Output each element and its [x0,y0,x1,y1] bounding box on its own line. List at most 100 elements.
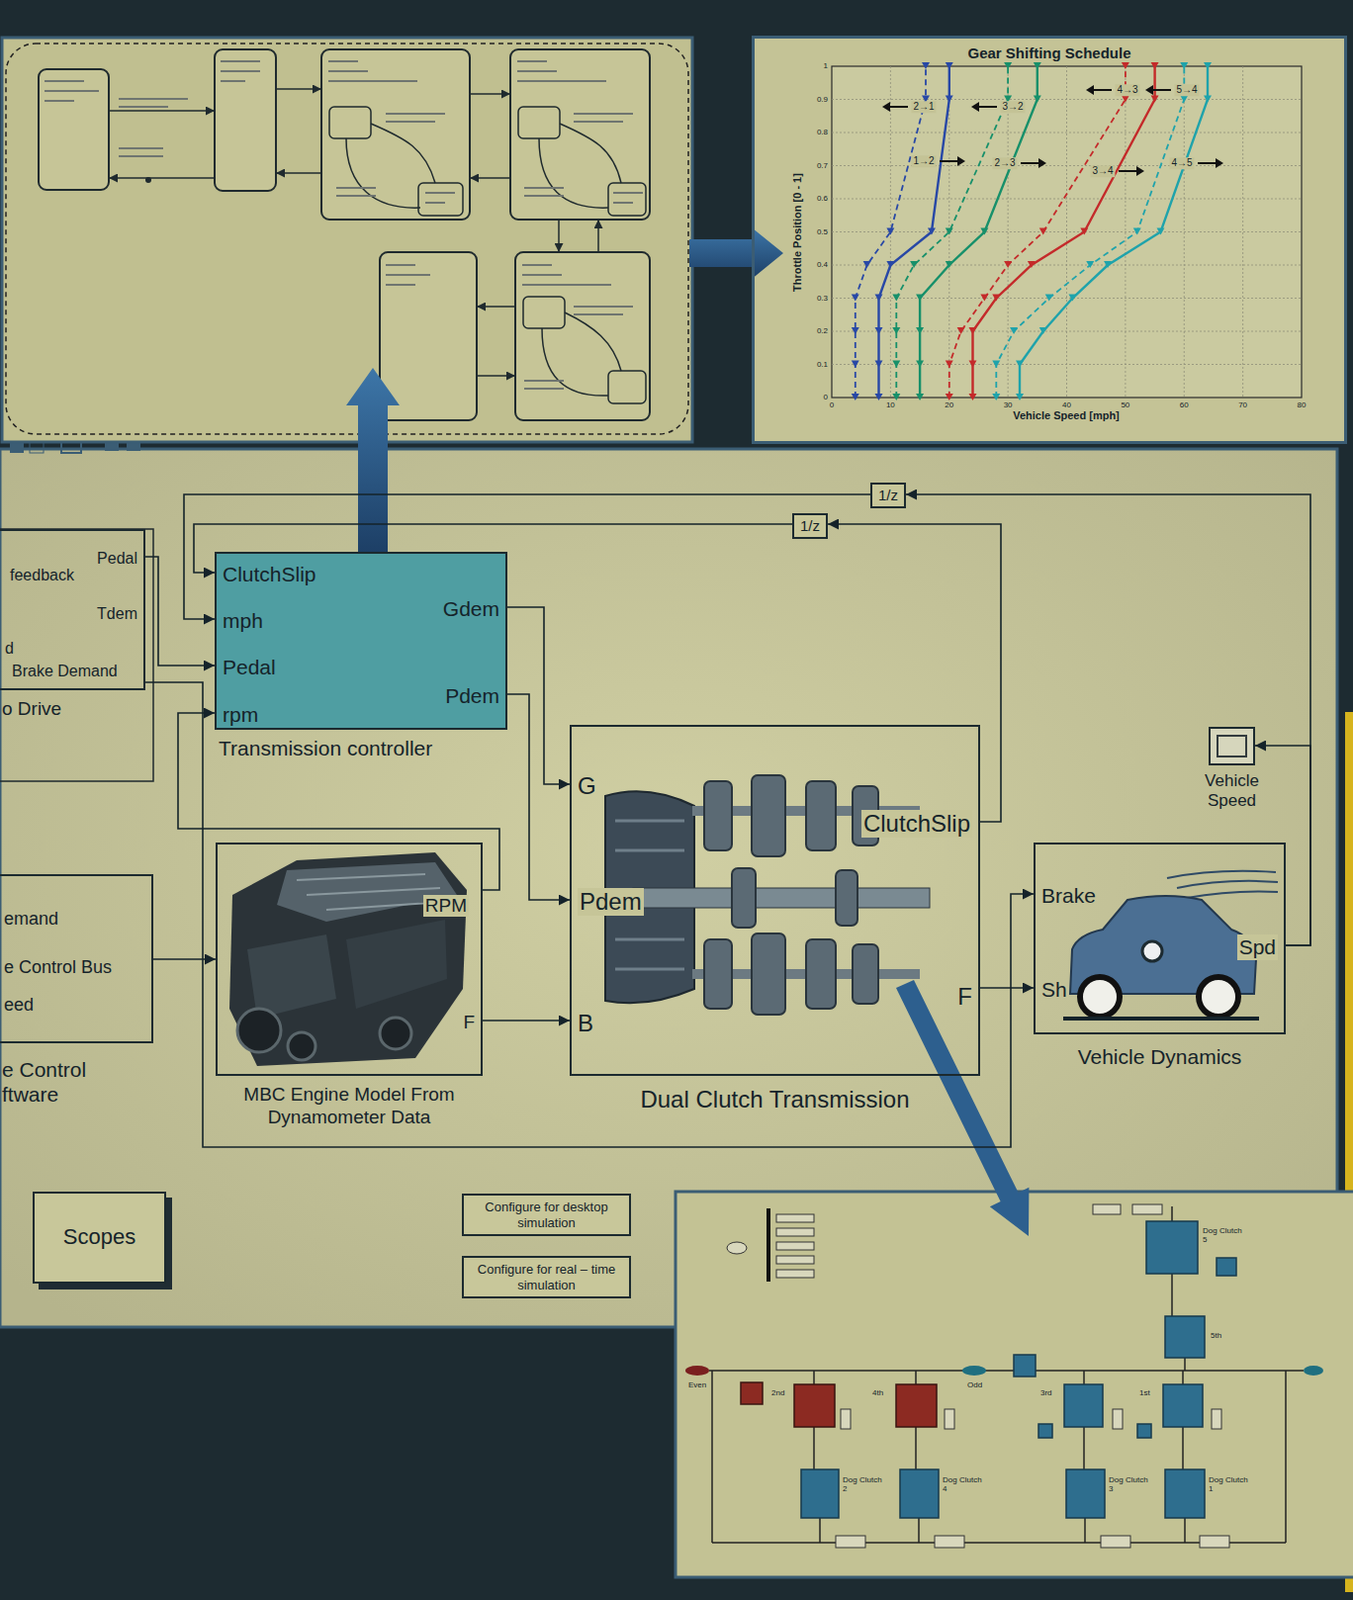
shift-schedule-plot [945,261,954,269]
detail-schematic [840,1409,851,1430]
transmission-picture [632,888,930,908]
port-label: Spd [1237,934,1278,960]
shift-schedule-plot [831,363,1302,365]
shift-schedule-plot [855,66,926,398]
part-label: 2nd [771,1388,785,1398]
signal-line [482,1019,570,1022]
shift-schedule-plot [1003,62,1012,70]
signal-line [980,987,1034,990]
shift-schedule-plot [882,101,891,112]
stateflow-chart [329,106,646,404]
shift-schedule-plot [945,95,954,103]
shift-label: 1→2 [910,155,936,168]
shift-schedule-plot [1038,158,1047,169]
shift-schedule-plot [921,62,930,70]
detail-schematic [1183,1357,1186,1371]
detail-schematic [818,1518,821,1543]
subsystem-block: feedbackPedalTdemdBrake Demando Drive [0,529,146,691]
shift-schedule-plot [909,261,918,269]
stateflow-chart [44,81,188,157]
signal-line [153,958,216,961]
controller-block: ClutchSlipmphPedalrpmGdemPdemTransmissio… [214,551,508,730]
part-label: 1st [1139,1388,1151,1398]
part-label: Dog Clutch 4 [942,1475,989,1494]
shift-schedule-plot [863,261,872,269]
detail-schematic [900,1469,939,1519]
block-caption: Vehicle Speed [1182,771,1282,812]
shift-schedule-plot [1039,327,1048,335]
stateflow-chart [518,106,560,139]
detail-schematic [1181,1370,1184,1385]
tick-label: 0.6 [816,193,828,203]
detail-schematic [726,1242,747,1255]
shift-label: 3→2 [999,100,1025,113]
axis-title: Vehicle Speed [mph] [1012,409,1120,423]
shift-schedule-plot [831,62,1302,401]
stateflow-chart [597,219,600,253]
tick-label: 0.3 [816,293,828,303]
engine-picture [379,1017,412,1050]
tick-label: 80 [1297,400,1307,410]
button-label: Configure for real – time simulation [469,1262,624,1293]
shift-schedule-plot [945,228,954,236]
detail-schematic [1165,1469,1205,1519]
stateflow-chart [469,177,511,180]
detail-schematic [934,1535,965,1548]
block-label: 1/z [878,486,899,505]
tick-label: 0.8 [816,127,828,137]
stateflow-chart [1,37,693,443]
signal-line [145,682,1034,1148]
detail-schematic [776,1269,814,1278]
shift-schedule-plot [957,156,966,167]
stateflow-chart [564,312,622,371]
detail-schematic [794,1384,835,1428]
car-picture [1063,1016,1260,1021]
signal-line [1255,745,1311,946]
window-frames [0,35,1353,1593]
shift-schedule-plot [1003,261,1012,269]
transmission-picture [704,775,879,1015]
tick-label: 0.5 [816,227,828,237]
shift-schedule-plot [915,327,924,335]
shift-label: 4→5 [1169,157,1194,170]
detail-schematic [776,1242,814,1251]
shift-schedule-plot [919,66,1038,398]
shift-schedule-plot [831,265,1302,267]
port-label: Brake [1041,883,1096,908]
port-label: ClutchSlip [861,810,973,839]
detail-schematic [914,1427,917,1470]
window-frames [0,529,154,782]
block-label: 1/z [800,517,820,536]
stateflow-chart [469,92,511,95]
shift-schedule-plot [892,360,901,368]
port-label: Brake Demand [11,661,118,681]
shift-schedule-plot [1068,294,1077,302]
config-button: Configure for desktop simulation [461,1193,632,1237]
chart-title: Gear Shifting Schedule [967,44,1131,63]
port-label: rpm [222,702,259,727]
shift-schedule-plot [1133,228,1142,236]
stateflow-chart [608,182,646,216]
shift-schedule-plot [1015,360,1024,368]
shift-schedule-plot [875,294,884,302]
stateflow-chart [38,69,109,190]
shift-schedule-plot [892,294,901,302]
shift-schedule-plot [969,360,978,368]
port-label: feedback [9,565,75,585]
shift-schedule-plot [875,393,884,401]
detail-schematic [962,1365,987,1376]
shift-schedule-plot [1121,62,1130,70]
signal-line [507,694,570,901]
stateflow-chart [541,328,609,396]
detail-schematic [1165,1316,1205,1358]
stateflow-chart [379,252,477,421]
stateflow-chart [145,177,152,183]
detail-schematic [1284,1370,1287,1543]
port-label: e Control Bus [3,957,112,980]
shift-schedule-plot [831,98,1302,100]
detail-schematic [712,1206,1286,1543]
signal-line [905,494,1311,946]
shift-schedule-plot [969,327,978,335]
stateflow-chart [1,37,693,443]
scope-block: Vehicle Speed [1208,726,1256,766]
